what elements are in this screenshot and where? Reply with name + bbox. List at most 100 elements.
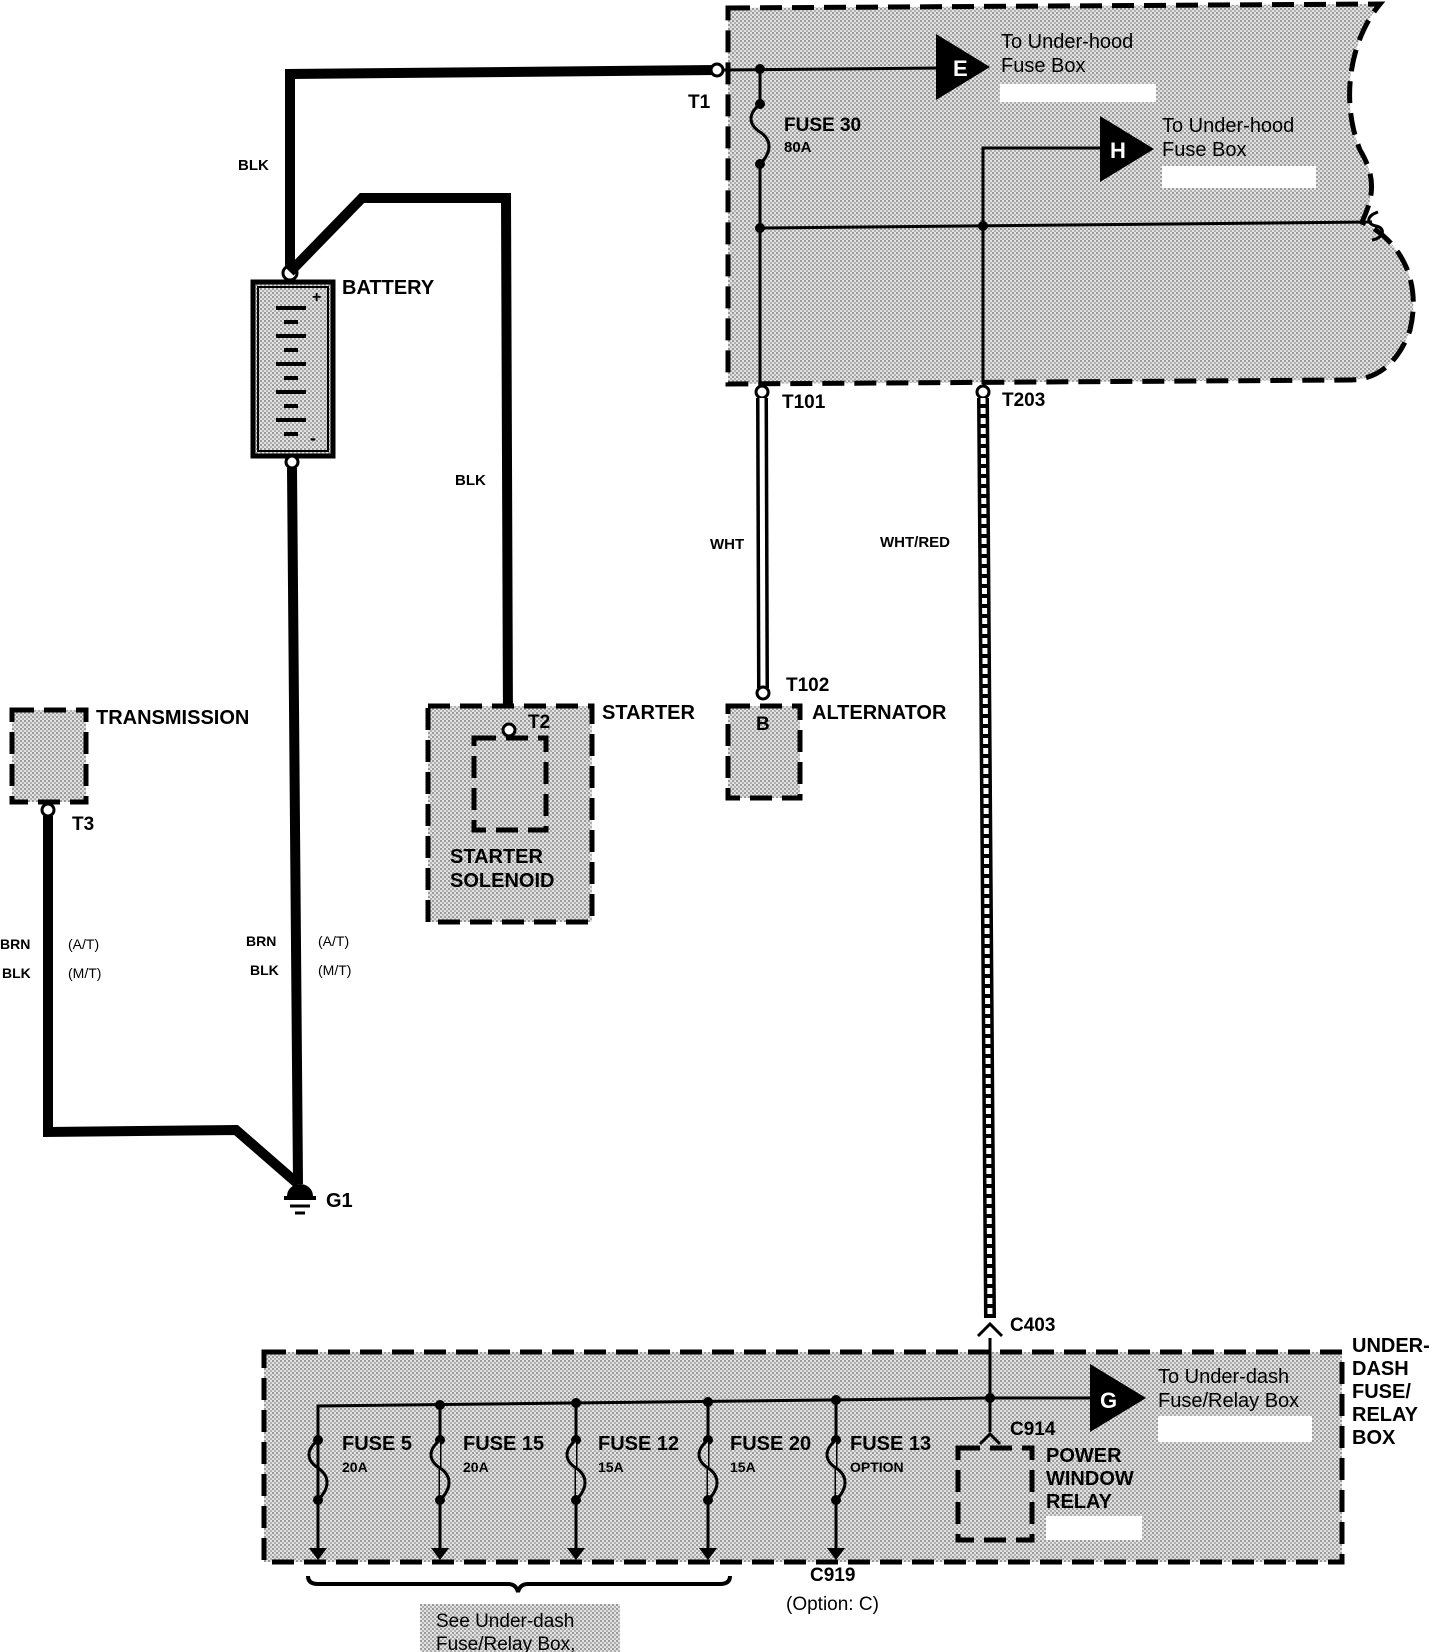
connector-e-line1: To Under-hood xyxy=(1001,31,1133,53)
connector-g-line1: To Under-dash xyxy=(1158,1366,1289,1388)
relay-line1: POWER xyxy=(1046,1445,1122,1467)
underdash-fuse-box xyxy=(261,1349,1345,1565)
connector-h-line2: Fuse Box xyxy=(1162,139,1246,161)
transmission-box xyxy=(9,707,89,805)
connector-h-icon xyxy=(1100,116,1154,182)
connector-c914-label: C914 xyxy=(1010,1419,1056,1440)
relay-line2: WINDOW xyxy=(1046,1468,1134,1490)
fuse30-icon xyxy=(749,102,771,166)
battery-plus: + xyxy=(312,289,321,306)
wire-battery-ground xyxy=(287,467,303,1185)
connector-g-line2: Fuse/Relay Box xyxy=(1158,1390,1299,1412)
fuse13-name: FUSE 13 xyxy=(850,1433,931,1455)
fuse5-name: FUSE 5 xyxy=(342,1433,412,1455)
connector-g-icon xyxy=(1090,1364,1146,1432)
wire-wht xyxy=(759,397,766,689)
terminal-t102-node xyxy=(755,685,771,701)
fuse15-icon xyxy=(429,1435,451,1560)
wire-blk-battery-t1 xyxy=(285,65,718,272)
alternator-pin: B xyxy=(756,714,770,735)
connector-c919-label: C919 xyxy=(810,1565,855,1586)
terminal-t3-label: T3 xyxy=(72,814,94,835)
alternator-box xyxy=(725,703,803,801)
terminal-t1-label: T1 xyxy=(688,92,711,113)
connector-c403-label: C403 xyxy=(1010,1315,1055,1336)
wire-to-h xyxy=(981,146,1100,384)
fuse5-icon xyxy=(307,1435,329,1560)
underhood-bus xyxy=(759,220,1373,230)
fuse13-rating: OPTION xyxy=(850,1459,904,1475)
underdash-bus-junctions xyxy=(435,1393,995,1410)
connector-e-icon xyxy=(936,34,990,100)
connector-h-blank xyxy=(1162,166,1316,188)
wire-label-blk-starter: BLK xyxy=(455,472,486,489)
battery-icon xyxy=(250,279,336,459)
wire-label-mt-mid: (M/T) xyxy=(318,962,351,978)
connector-g-blank xyxy=(1158,1416,1312,1442)
relay-blank xyxy=(1046,1516,1142,1540)
wire-transmission-ground xyxy=(43,816,302,1188)
terminal-t203-node xyxy=(975,384,991,400)
wire-label-at-mid: (A/T) xyxy=(318,933,349,949)
wire-label-mt-left: (M/T) xyxy=(68,965,101,981)
wire-blk-battery-starter xyxy=(286,193,513,726)
terminal-t101-label: T101 xyxy=(782,392,826,413)
wire-label-brn-mid: BRN xyxy=(246,933,276,949)
starter-label: STARTER xyxy=(602,702,696,724)
see-note-line2: Fuse/Relay Box, xyxy=(436,1634,575,1652)
connector-e-line2: Fuse Box xyxy=(1001,55,1085,77)
fuse20-rating: 15A xyxy=(730,1459,756,1475)
connector-c914-icon xyxy=(978,1431,1002,1446)
connector-g-letter: G xyxy=(1100,1388,1117,1413)
underdash-title-line4: RELAY xyxy=(1352,1404,1419,1426)
fuse12-rating: 15A xyxy=(598,1459,624,1475)
battery-inner xyxy=(257,286,329,452)
terminal-t2-node xyxy=(501,722,517,738)
connector-c403-icon xyxy=(976,1321,1004,1338)
battery-minus: - xyxy=(310,428,316,448)
fuse30-name: FUSE 30 xyxy=(784,115,861,136)
connector-e-blank xyxy=(1000,84,1156,102)
wire-label-blk-mid: BLK xyxy=(250,962,279,978)
fuse15-rating: 20A xyxy=(463,1459,489,1475)
terminal-t2-label: T2 xyxy=(528,712,550,733)
wire-wht-red xyxy=(980,397,993,1319)
bus-break-icon xyxy=(1367,210,1384,242)
fuse15-name: FUSE 15 xyxy=(463,1433,544,1455)
fuse20-name: FUSE 20 xyxy=(730,1433,811,1455)
c919-note: (Option: C) xyxy=(786,1594,879,1615)
fuse12-icon xyxy=(565,1435,587,1560)
wire-label-wht: WHT xyxy=(710,536,744,553)
wire-label-brn-left: BRN xyxy=(0,936,30,952)
battery-cells-icon xyxy=(276,306,306,436)
fuse13-icon xyxy=(825,1435,847,1560)
terminal-t203-label: T203 xyxy=(1002,390,1045,411)
ground-icon xyxy=(284,1184,316,1215)
fuse5-rating: 20A xyxy=(342,1459,368,1475)
fuse20-icon xyxy=(697,1435,719,1560)
underdash-title-line3: FUSE/ xyxy=(1352,1381,1411,1403)
underdash-title-line2: DASH xyxy=(1352,1358,1409,1380)
starter-solenoid-line2: SOLENOID xyxy=(450,870,554,892)
see-note-line1: See Under-dash xyxy=(436,1611,574,1632)
terminal-t101-node xyxy=(754,384,770,400)
underdash-title-line5: BOX xyxy=(1352,1427,1396,1449)
terminal-t3-node xyxy=(40,802,56,818)
fuse-group-bracket xyxy=(306,1575,732,1593)
terminal-t102-label: T102 xyxy=(786,675,829,696)
battery-negative-node xyxy=(284,454,300,470)
alternator-label: ALTERNATOR xyxy=(812,702,947,724)
relay-line3: RELAY xyxy=(1046,1491,1113,1513)
wire-label-wht-red: WHT/RED xyxy=(880,534,950,551)
ground-label: G1 xyxy=(326,1190,353,1212)
connector-e-letter: E xyxy=(953,56,968,81)
wire-label-blk-left: BLK xyxy=(2,965,31,981)
transmission-label: TRANSMISSION xyxy=(96,707,249,729)
connector-h-line1: To Under-hood xyxy=(1162,115,1294,137)
junction-bus-left xyxy=(755,223,765,233)
fuse30-rating: 80A xyxy=(784,139,812,156)
battery-label: BATTERY xyxy=(342,277,435,299)
wire-label-at-left: (A/T) xyxy=(68,936,99,952)
underdash-title-line1: UNDER- xyxy=(1352,1335,1430,1357)
